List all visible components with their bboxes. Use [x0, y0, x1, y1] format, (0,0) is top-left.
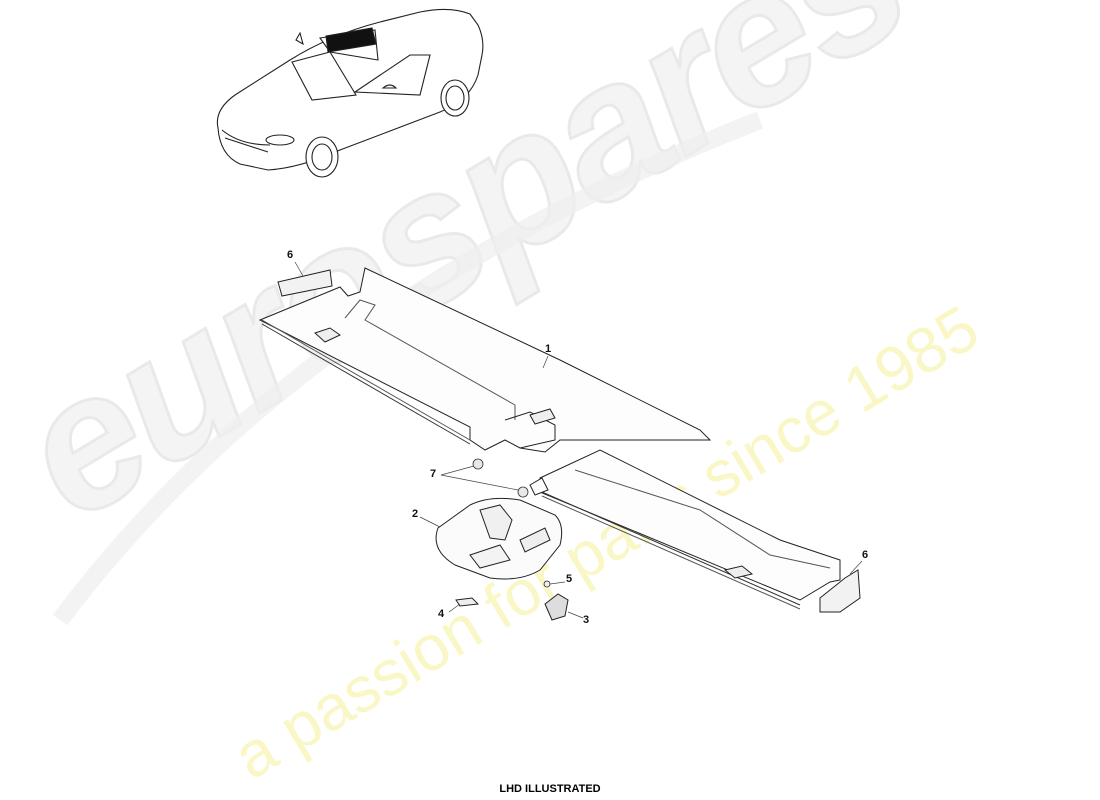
roof-console-housing-drawing: [435, 497, 563, 580]
callout-6-right: 6: [862, 549, 869, 561]
callout-1: 1: [545, 343, 552, 355]
callout-3: 3: [583, 614, 590, 626]
callout-6-left: 6: [287, 249, 294, 261]
retaining-clip-upper: [472, 458, 484, 470]
callout-4: 4: [438, 608, 445, 620]
retaining-clip-lower: [517, 486, 529, 498]
callout-2: 2: [412, 508, 419, 520]
callout-7: 7: [430, 468, 437, 480]
end-trim-pad-right: [819, 569, 861, 613]
diagram-caption: LHD ILLUSTRATED: [499, 783, 601, 795]
switch-button-drawing: [544, 593, 569, 621]
bezel-clip-drawing: [455, 597, 480, 607]
headlining-panel-drawing: [258, 267, 841, 610]
car-reference-illustration: [216, 8, 484, 178]
screw-drawing: [543, 580, 551, 588]
callout-5: 5: [566, 573, 573, 585]
end-trim-pad-left: [277, 269, 333, 297]
